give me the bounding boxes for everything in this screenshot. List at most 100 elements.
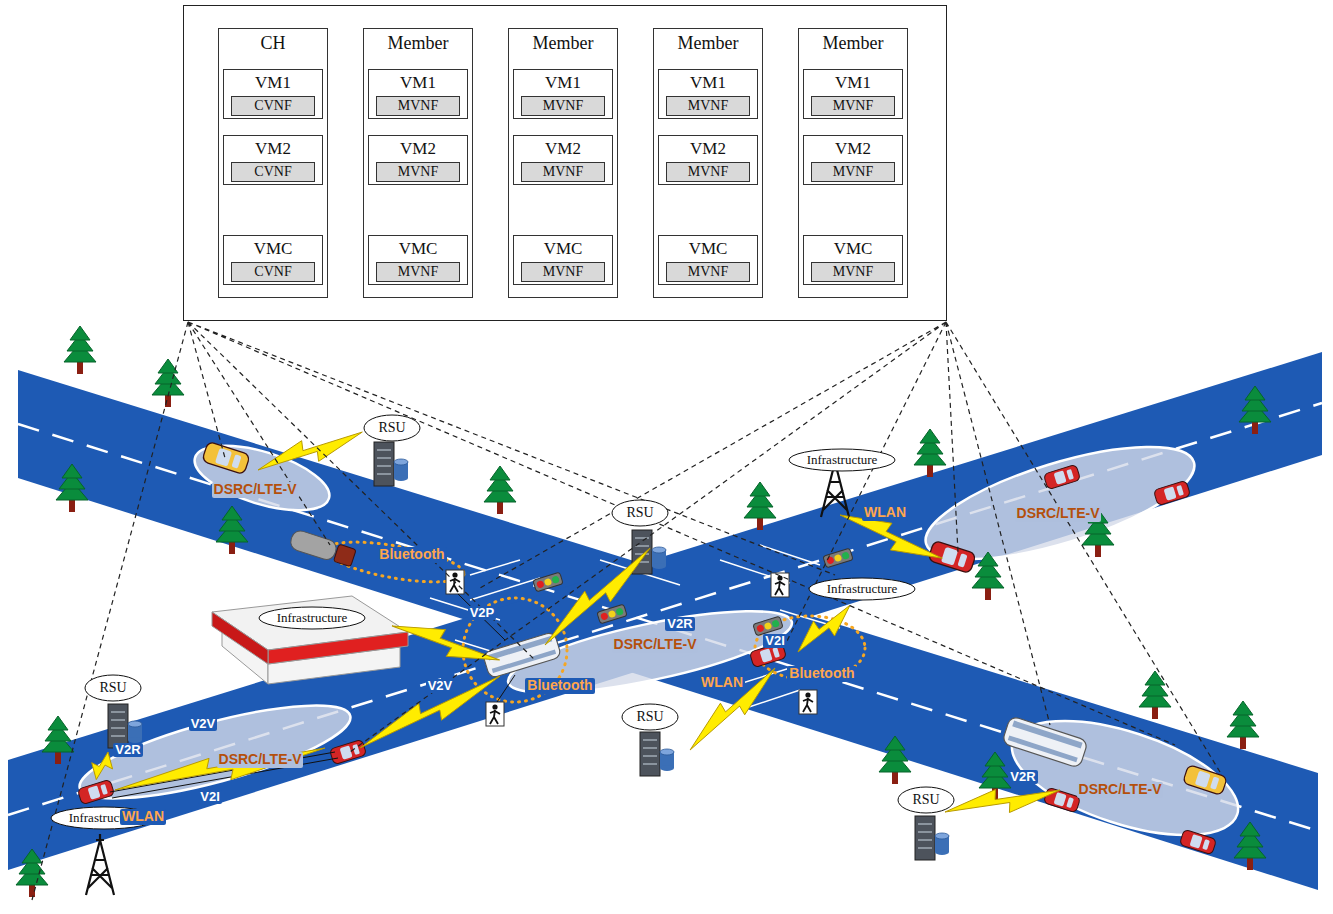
cluster-region [187, 433, 336, 524]
vm-label: VM1 [545, 73, 581, 93]
tree [1139, 671, 1171, 719]
cluster-region [999, 698, 1252, 858]
wireless-bolt [388, 614, 503, 672]
car [1043, 787, 1080, 813]
link-line [110, 594, 515, 798]
vnf-box: MVNF [666, 262, 750, 282]
host-heading: Member [533, 33, 594, 54]
vm-box: VM1MVNF [803, 69, 903, 119]
wireless-bolt [835, 503, 947, 569]
road [8, 352, 1322, 870]
vnf-label: MVNF [833, 264, 873, 280]
site-label: RSU [378, 420, 405, 436]
tree [1227, 701, 1259, 749]
vnf-box: MVNF [521, 262, 605, 282]
vm-label: VMC [399, 239, 438, 259]
vm-box: VM2MVNF [513, 135, 613, 185]
tree [879, 736, 911, 784]
vm-label: VM1 [835, 73, 871, 93]
site-label: RSU [912, 792, 939, 808]
host-column: MemberVM1MVNFVM2MVNFVMCMVNF [508, 28, 618, 298]
technology-label: DSRC/LTE-V [212, 482, 299, 497]
tree [1239, 386, 1271, 434]
vnf-box: CVNF [231, 262, 315, 282]
vm-label: VM1 [255, 73, 291, 93]
rsu-server [374, 442, 408, 486]
vm-box: VM1MVNF [368, 69, 468, 119]
vm-box: VM2MVNF [803, 135, 903, 185]
vnf-box: MVNF [521, 162, 605, 182]
rsu-server [640, 732, 674, 776]
vm-label: VMC [689, 239, 728, 259]
vnf-box: CVNF [231, 96, 315, 116]
vnf-label: MVNF [543, 164, 583, 180]
car [1043, 464, 1080, 489]
vnf-label: MVNF [688, 164, 728, 180]
host-column: MemberVM1MVNFVM2MVNFVMCMVNF [363, 28, 473, 298]
ellipse-outline [85, 675, 141, 701]
pedestrian [486, 702, 504, 726]
rsu-ellipse: RSU [897, 786, 955, 814]
site-label: RSU [636, 709, 663, 725]
car [77, 779, 114, 804]
vnf-box: MVNF [376, 162, 460, 182]
technology-label: DSRC/LTE-V [217, 752, 304, 767]
traffic-light [597, 604, 627, 624]
vm-label: VMC [834, 239, 873, 259]
vm-box: VMCCVNF [223, 235, 323, 285]
link-type-label: V2I [763, 634, 787, 648]
ellipse-outline [789, 449, 895, 471]
vnf-box: MVNF [376, 262, 460, 282]
ellipse-outline [809, 578, 915, 600]
vnf-label: CVNF [254, 164, 291, 180]
vm-box: VM2MVNF [658, 135, 758, 185]
vnf-label: MVNF [398, 164, 438, 180]
tree [152, 359, 184, 407]
tree [56, 464, 88, 512]
vm-label: VM2 [835, 139, 871, 159]
wireless-bolt [355, 665, 506, 759]
vm-box: VM1MVNF [658, 69, 758, 119]
vnf-label: MVNF [398, 264, 438, 280]
vnf-box: MVNF [811, 162, 895, 182]
link-type-label: V2R [1008, 770, 1037, 784]
car [1179, 829, 1216, 855]
link-type-label: V2R [113, 743, 142, 757]
road [18, 370, 1318, 890]
site-label: Infrastructure [277, 611, 348, 626]
vm-label: VM2 [690, 139, 726, 159]
car [1153, 480, 1190, 505]
host-heading: Member [823, 33, 884, 54]
link-type-label: V2V [189, 717, 218, 731]
vm-label: VMC [544, 239, 583, 259]
truck [288, 529, 356, 568]
vm-label: VM2 [400, 139, 436, 159]
mapping-line [32, 322, 1220, 900]
link-type-label: V2I [198, 790, 222, 804]
ellipse-outline [259, 607, 365, 629]
vm-box: VM2CVNF [223, 135, 323, 185]
ellipse-outline [364, 415, 420, 441]
vnf-label: MVNF [833, 98, 873, 114]
link-type-label: V2R [665, 617, 694, 631]
rsu-server [632, 530, 666, 574]
vnf-label: CVNF [254, 264, 291, 280]
site-label: RSU [626, 505, 653, 521]
technology-label: DSRC/LTE-V [1077, 782, 1164, 797]
technology-label: WLAN [699, 675, 745, 690]
cell-tower [86, 834, 114, 895]
tree [744, 482, 776, 530]
cluster-region [72, 424, 1251, 858]
wireless-bolt [943, 778, 1063, 825]
tree [42, 716, 74, 764]
vm-box: VM2MVNF [368, 135, 468, 185]
vm-box: VM1CVNF [223, 69, 323, 119]
ellipse-outline [622, 704, 678, 730]
vm-box: VM1MVNF [513, 69, 613, 119]
vm-label: VM2 [545, 139, 581, 159]
wireless-bolt [790, 596, 859, 662]
pedestrian [771, 573, 789, 597]
site-label: Infrastructure [807, 453, 878, 468]
